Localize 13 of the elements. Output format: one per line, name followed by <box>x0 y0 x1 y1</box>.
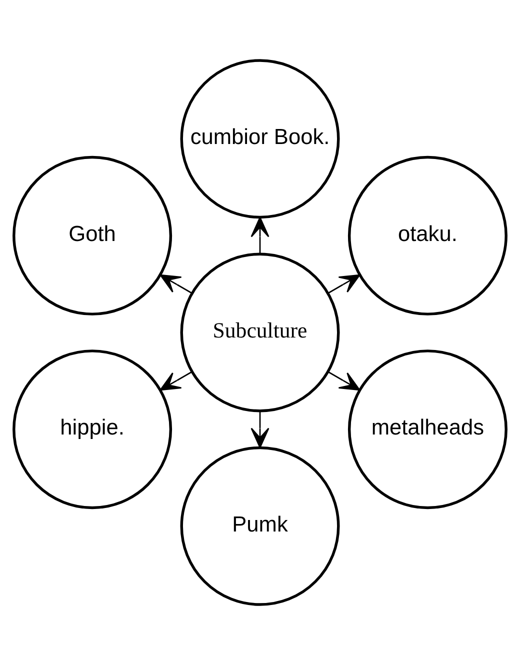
node-circle: Pumk <box>180 446 340 606</box>
node-circle: cumbior Book. <box>180 59 340 219</box>
arrow <box>160 274 192 294</box>
arrow <box>160 371 192 391</box>
node-circle: hippie. <box>12 350 172 510</box>
arrow <box>250 411 270 448</box>
node-circle: otaku. <box>348 156 508 316</box>
arrow <box>328 371 360 391</box>
node-circle: metalheads <box>348 350 508 510</box>
node-circle: Subculture <box>180 252 340 412</box>
arrow <box>250 216 270 254</box>
node-circle: Goth <box>12 156 172 316</box>
arrow <box>328 274 360 294</box>
